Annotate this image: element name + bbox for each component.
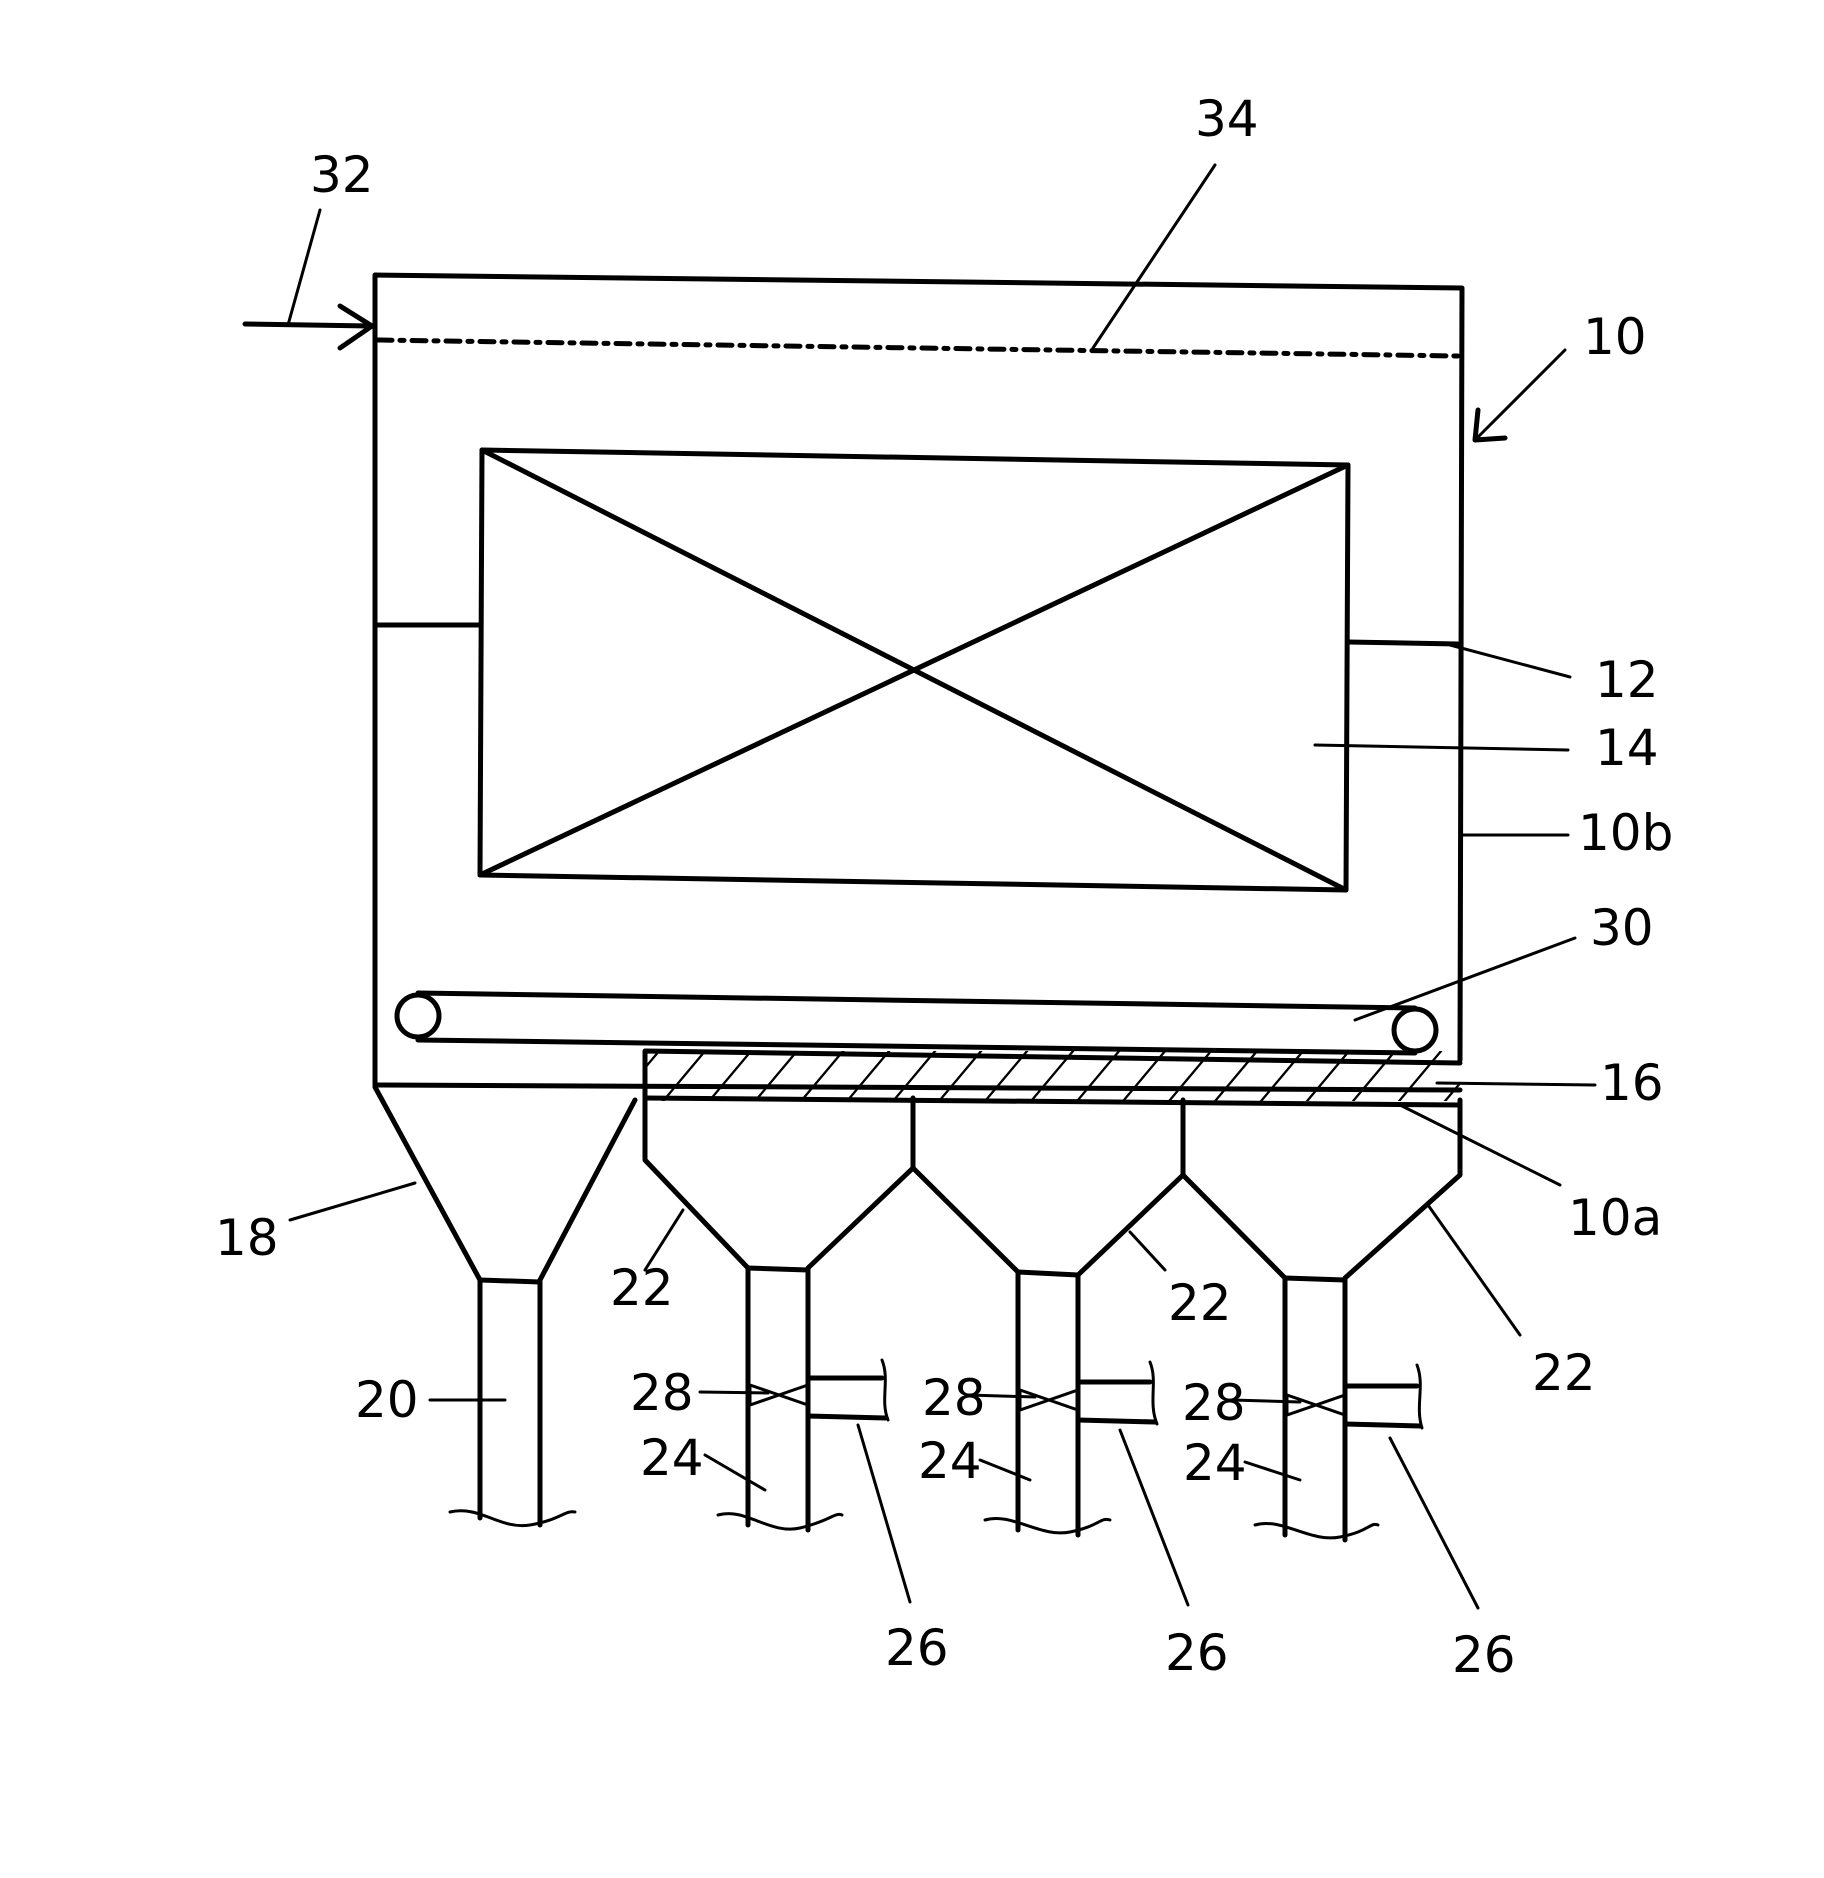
label-22-hopper-2: 22	[1168, 1274, 1232, 1332]
label-24-pipe-3: 24	[1183, 1434, 1247, 1492]
branch-pipe-1	[805, 1358, 890, 1422]
label-32: 32	[310, 146, 374, 204]
frame-support-right	[1345, 639, 1461, 647]
label-14: 14	[1595, 719, 1659, 777]
conveyor	[394, 990, 1439, 1056]
perforated-plate-line	[375, 337, 1461, 359]
label-22-hopper-1: 22	[610, 1259, 674, 1317]
inlet-arrow	[242, 303, 375, 351]
valve-3	[1285, 1392, 1347, 1418]
label-28-valve-1: 28	[630, 1364, 694, 1422]
label-18: 18	[215, 1209, 279, 1267]
label-34: 34	[1195, 90, 1259, 148]
branch-pipe-2	[1075, 1360, 1159, 1426]
valve-2	[1018, 1387, 1080, 1413]
label-30: 30	[1590, 899, 1654, 957]
label-26-branch-1: 26	[885, 1619, 949, 1677]
label-10b: 10b	[1578, 804, 1673, 862]
label-22-hopper-3: 22	[1532, 1344, 1596, 1402]
valve-1	[748, 1382, 810, 1408]
label-20: 20	[355, 1371, 419, 1429]
branch-pipe-3	[1342, 1363, 1424, 1430]
label-28-valve-3: 28	[1182, 1374, 1246, 1432]
label-24-pipe-1: 24	[640, 1429, 704, 1487]
label-12: 12	[1595, 651, 1659, 709]
grate	[642, 1048, 1463, 1108]
housing-outline	[372, 272, 1465, 1093]
label-26-branch-2: 26	[1165, 1624, 1229, 1682]
label-10: 10	[1583, 308, 1647, 366]
label-26-branch-3: 26	[1452, 1626, 1516, 1684]
label-24-pipe-2: 24	[918, 1432, 982, 1490]
label-28-valve-2: 28	[922, 1369, 986, 1427]
label-16: 16	[1600, 1054, 1664, 1112]
label-10a: 10a	[1568, 1189, 1662, 1247]
leader-lines	[286, 163, 1597, 1610]
filter-bank	[477, 447, 1351, 893]
main-hopper	[372, 1084, 638, 1528]
